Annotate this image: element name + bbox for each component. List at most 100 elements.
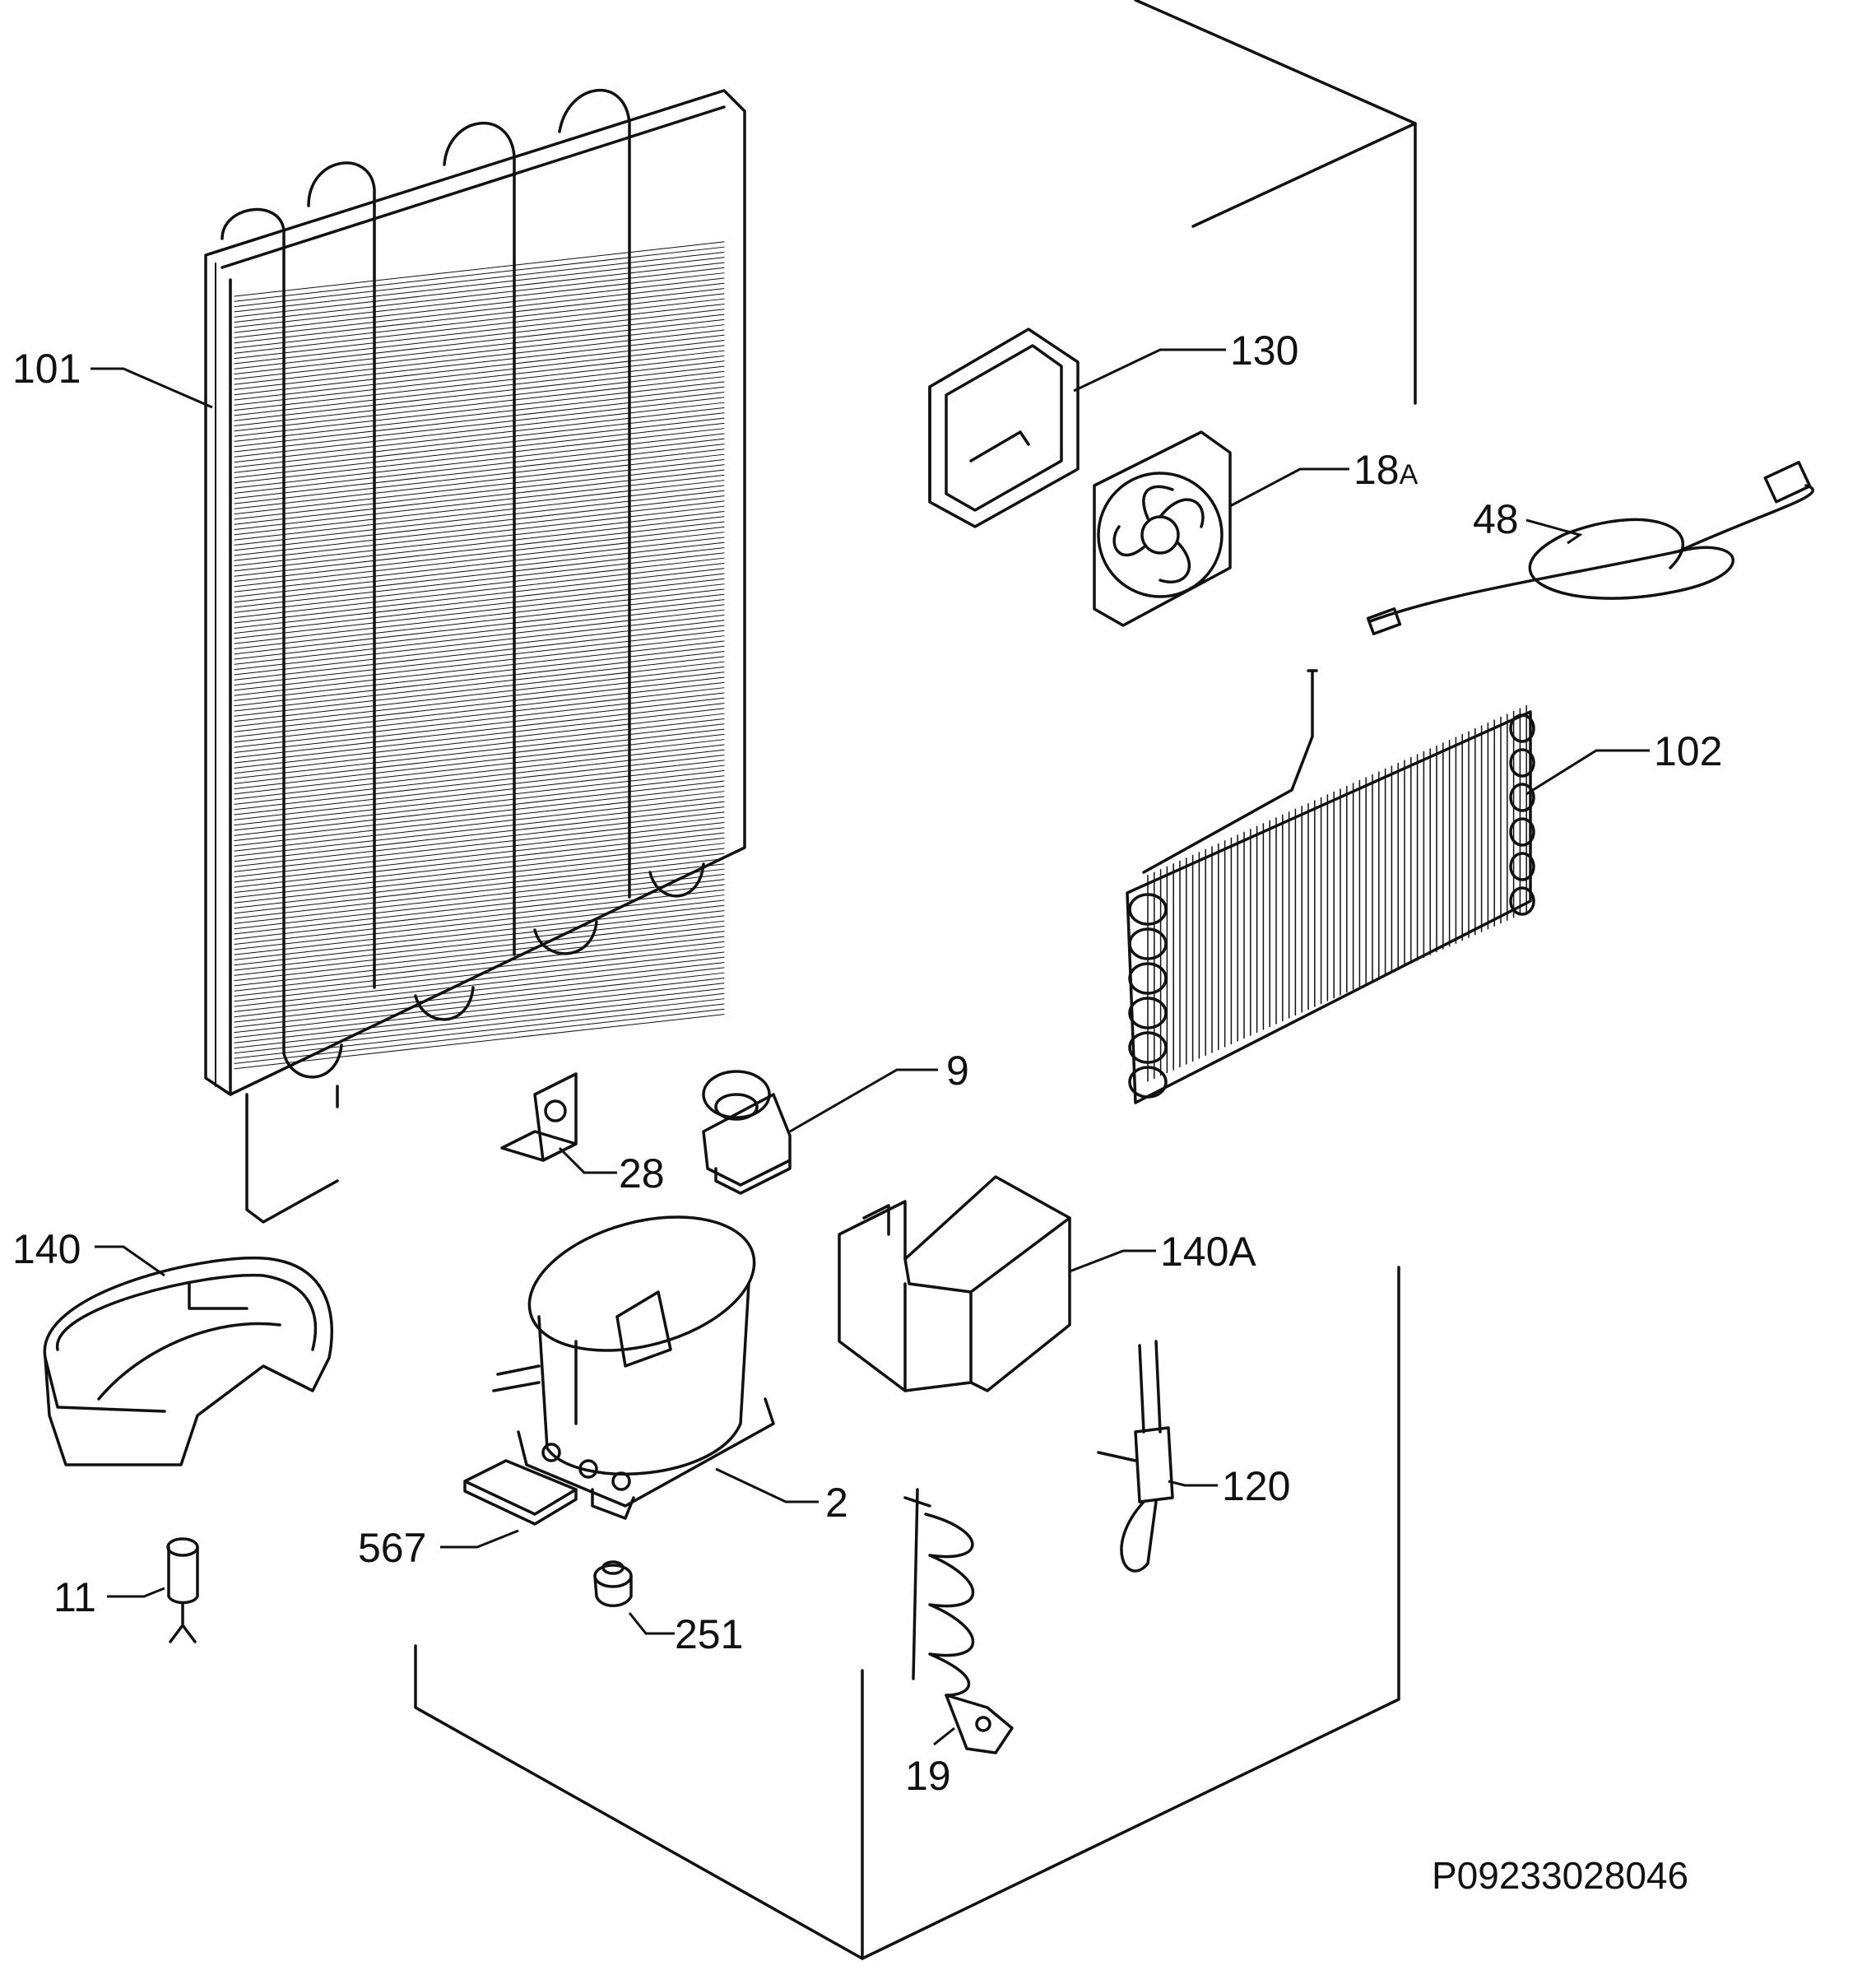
condenser-fin-line xyxy=(234,672,725,727)
condenser-fin-line xyxy=(234,910,725,966)
evaporator-tube-bend xyxy=(1509,817,1535,847)
condenser-fin-line xyxy=(234,703,725,759)
condenser-fin-line xyxy=(234,992,725,1048)
condenser-101 xyxy=(204,89,746,1224)
label-120: 120 xyxy=(1222,1463,1290,1509)
condenser-fin-line xyxy=(234,713,725,769)
evaporator-tube-bend xyxy=(1128,893,1168,926)
condenser-fin-line xyxy=(234,246,725,302)
label-101: 101 xyxy=(12,346,81,392)
condenser-fin-line xyxy=(234,764,725,820)
condenser-fin-line xyxy=(234,811,725,867)
condenser-fin-line xyxy=(234,444,725,500)
label-2: 2 xyxy=(825,1480,848,1526)
condenser-fin-line xyxy=(234,816,725,872)
condenser-fin-line xyxy=(234,967,725,1023)
cabinet-outline xyxy=(414,0,1417,1960)
condenser-fin-line xyxy=(234,573,725,629)
sensor-cable-48 xyxy=(1366,461,1814,635)
condenser-fin-line xyxy=(234,433,725,489)
condenser-fin-line xyxy=(234,458,725,515)
condenser-fin-line xyxy=(234,620,725,676)
condenser-fin-line xyxy=(234,858,725,914)
condenser-fin-line xyxy=(234,843,725,899)
condenser-fin-line xyxy=(234,272,725,328)
condenser-fin-line xyxy=(234,962,725,1018)
condenser-fin-line xyxy=(234,568,725,624)
condenser-fin-line xyxy=(234,422,725,478)
condenser-fin-line xyxy=(234,510,725,567)
condenser-fin-line xyxy=(234,490,725,546)
condenser-fin-line xyxy=(234,645,725,701)
condenser-fin-line xyxy=(234,526,725,582)
label-18a-suffix: A xyxy=(1400,459,1419,490)
condenser-fin-line xyxy=(234,780,725,836)
label-18a-number: 18 xyxy=(1354,447,1400,493)
condenser-fin-line xyxy=(234,1014,725,1070)
condenser-fin-line xyxy=(234,661,725,717)
condenser-fin-line xyxy=(234,329,725,385)
condenser-fin-line xyxy=(234,681,725,737)
condenser-fin-line xyxy=(234,977,725,1034)
evaporator-102 xyxy=(1126,669,1535,1104)
label-567: 567 xyxy=(358,1525,426,1571)
condenser-fin-line xyxy=(234,314,725,369)
condenser-fin-line xyxy=(234,801,725,857)
condenser-fin-line xyxy=(234,251,725,308)
evaporator-tube-bend xyxy=(1509,886,1535,916)
condenser-fin-line xyxy=(234,516,725,572)
condenser-fin-line xyxy=(234,474,725,530)
condenser-fin-line xyxy=(234,547,725,603)
condenser-fin-line xyxy=(234,417,725,473)
mount-plate-567 xyxy=(463,1459,578,1526)
condenser-fin-line xyxy=(234,983,725,1039)
reference-code: P09233028046 xyxy=(1432,1854,1688,1897)
evaporator-tube-bend xyxy=(1509,783,1535,812)
condenser-fin-line xyxy=(234,537,725,592)
compressor-cover-140a xyxy=(838,1175,1071,1392)
condenser-fin-line xyxy=(234,879,725,935)
condenser-fin-line xyxy=(234,651,725,707)
condenser-fin-line xyxy=(234,500,725,556)
condenser-fin-line xyxy=(234,884,725,940)
condenser-fin-line xyxy=(234,381,725,437)
evaporator-tube-bend xyxy=(1128,962,1168,995)
condenser-fin-line xyxy=(234,936,725,992)
condenser-fin-line xyxy=(234,345,725,401)
condenser-fin-line xyxy=(234,298,725,354)
condenser-fin-line xyxy=(234,428,725,484)
condenser-fin-line xyxy=(234,588,725,644)
evaporator-tube-bend xyxy=(1509,748,1535,778)
condenser-fin-line xyxy=(234,775,725,831)
condenser-fin-line xyxy=(234,941,725,997)
condenser-fin-line xyxy=(234,956,725,1012)
condenser-fin-line xyxy=(234,925,725,982)
condenser-fin-line xyxy=(234,350,725,406)
part-labels: 101 130 18A 48 102 9 28 140 140A 2 120 5… xyxy=(12,328,1722,1799)
condenser-fin-line xyxy=(234,915,725,971)
condenser-fin-line xyxy=(234,656,725,712)
condenser-fin-line xyxy=(234,796,725,852)
condenser-fin-line xyxy=(234,873,725,930)
condenser-fin-line xyxy=(234,755,725,811)
condenser-fin-line xyxy=(234,552,725,608)
condenser-fin-line xyxy=(234,988,725,1043)
condenser-fin-line xyxy=(234,583,725,639)
condenser-fin-line xyxy=(234,640,725,696)
condenser-fin-line xyxy=(234,355,725,411)
condenser-fin-line xyxy=(234,889,725,945)
condenser-fin-line xyxy=(234,464,725,520)
condenser-fin-line xyxy=(234,386,725,442)
fan-18a xyxy=(1093,430,1232,627)
label-251: 251 xyxy=(675,1611,743,1657)
condenser-fin-line xyxy=(234,288,725,344)
label-140a: 140A xyxy=(1160,1229,1256,1275)
label-140: 140 xyxy=(12,1226,81,1272)
condenser-fin-line xyxy=(234,718,725,774)
condenser-fin-line xyxy=(234,521,725,577)
leader-lines xyxy=(91,348,1650,1746)
condenser-fin-line xyxy=(234,630,725,685)
evaporator-tube-bend xyxy=(1509,852,1535,881)
condenser-fin-line xyxy=(234,931,725,987)
label-130: 130 xyxy=(1230,328,1298,374)
